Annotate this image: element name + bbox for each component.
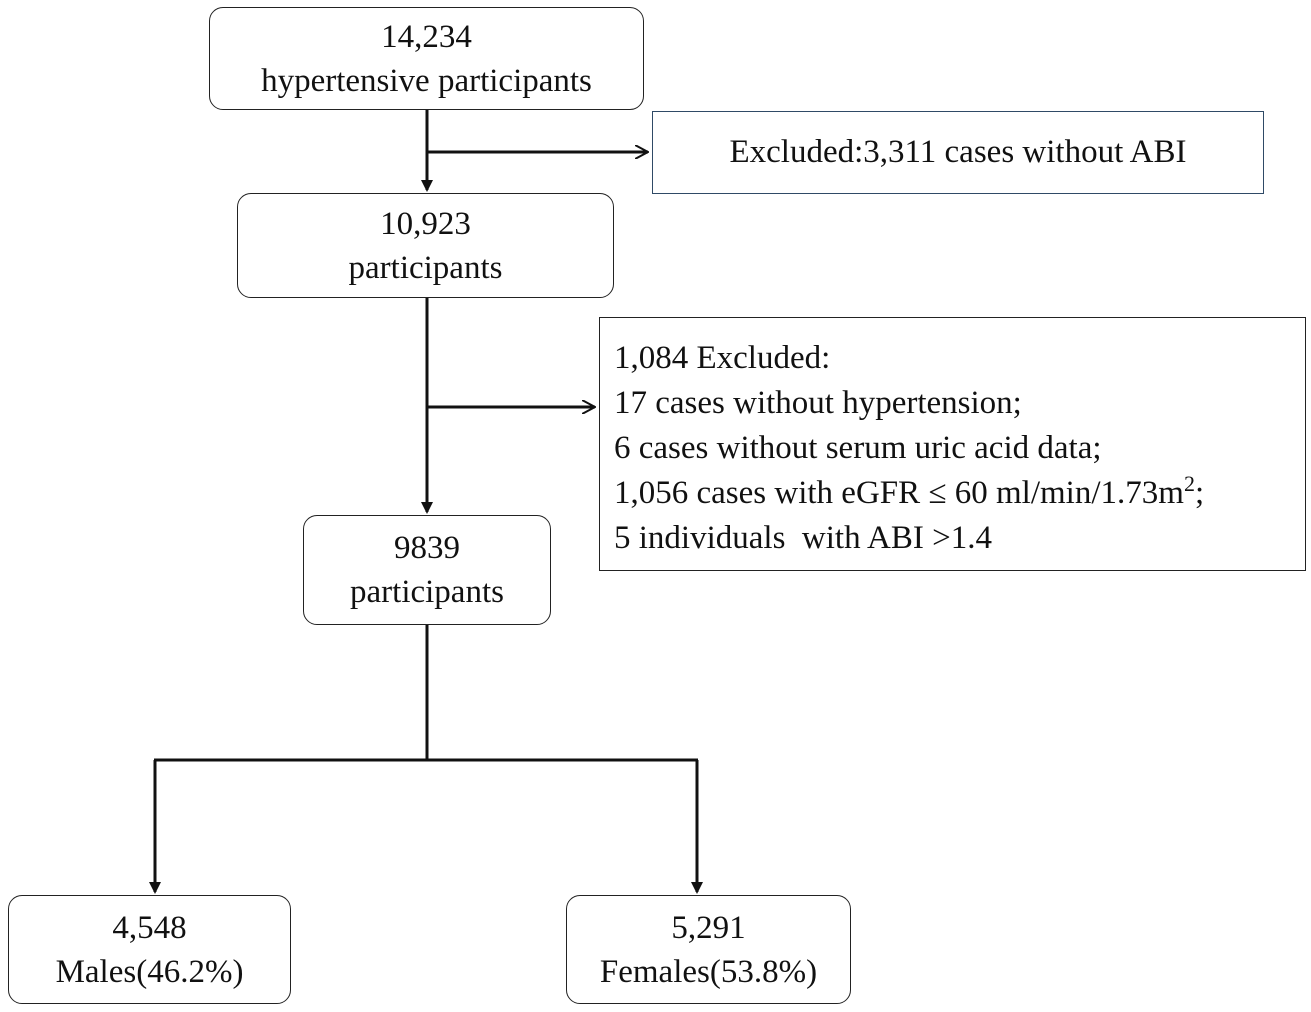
exclusion-2-reason: 5 individuals with ABI >1.4 bbox=[614, 520, 992, 556]
females-count: 5,291 bbox=[671, 909, 746, 946]
exclusion-box-2: 1,084 Excluded: 17 cases without hyperte… bbox=[599, 317, 1306, 571]
females-box: 5,291 Females(53.8%) bbox=[566, 895, 851, 1004]
exclusion-2-reason: 6 cases without serum uric acid data; bbox=[614, 430, 1102, 466]
step2-box: 9839 participants bbox=[303, 515, 551, 625]
exclusion-2-semicolon: ; bbox=[1194, 475, 1205, 511]
step1-count: 10,923 bbox=[380, 205, 471, 242]
males-count: 4,548 bbox=[112, 909, 187, 946]
start-label: hypertensive participants bbox=[261, 62, 592, 99]
start-count: 14,234 bbox=[381, 18, 472, 55]
step1-box: 10,923 participants bbox=[237, 193, 614, 298]
exclusion-2-egfr-text: 1,056 cases with eGFR ≤ 60 ml/min/1.73m bbox=[614, 475, 1184, 511]
step1-label: participants bbox=[348, 249, 503, 286]
exclusion-1-text: Excluded:3,311 cases without ABI bbox=[729, 134, 1187, 170]
exclusion-2-reason: 17 cases without hypertension; bbox=[614, 385, 1022, 421]
exclusion-2-superscript: 2 bbox=[1183, 471, 1195, 496]
males-box: 4,548 Males(46.2%) bbox=[8, 895, 291, 1004]
exclusion-2-heading: 1,084 Excluded: bbox=[614, 340, 831, 376]
step2-count: 9839 bbox=[394, 530, 460, 566]
start-box: 14,234 hypertensive participants bbox=[209, 7, 644, 110]
exclusion-box-1: Excluded:3,311 cases without ABI bbox=[652, 111, 1264, 194]
step2-label: participants bbox=[350, 574, 504, 610]
females-label: Females(53.8%) bbox=[599, 953, 818, 990]
exclusion-2-reason: 1,056 cases with eGFR ≤ 60 ml/min/1.73m2… bbox=[614, 471, 1305, 516]
males-label: Males(46.2%) bbox=[55, 953, 244, 990]
